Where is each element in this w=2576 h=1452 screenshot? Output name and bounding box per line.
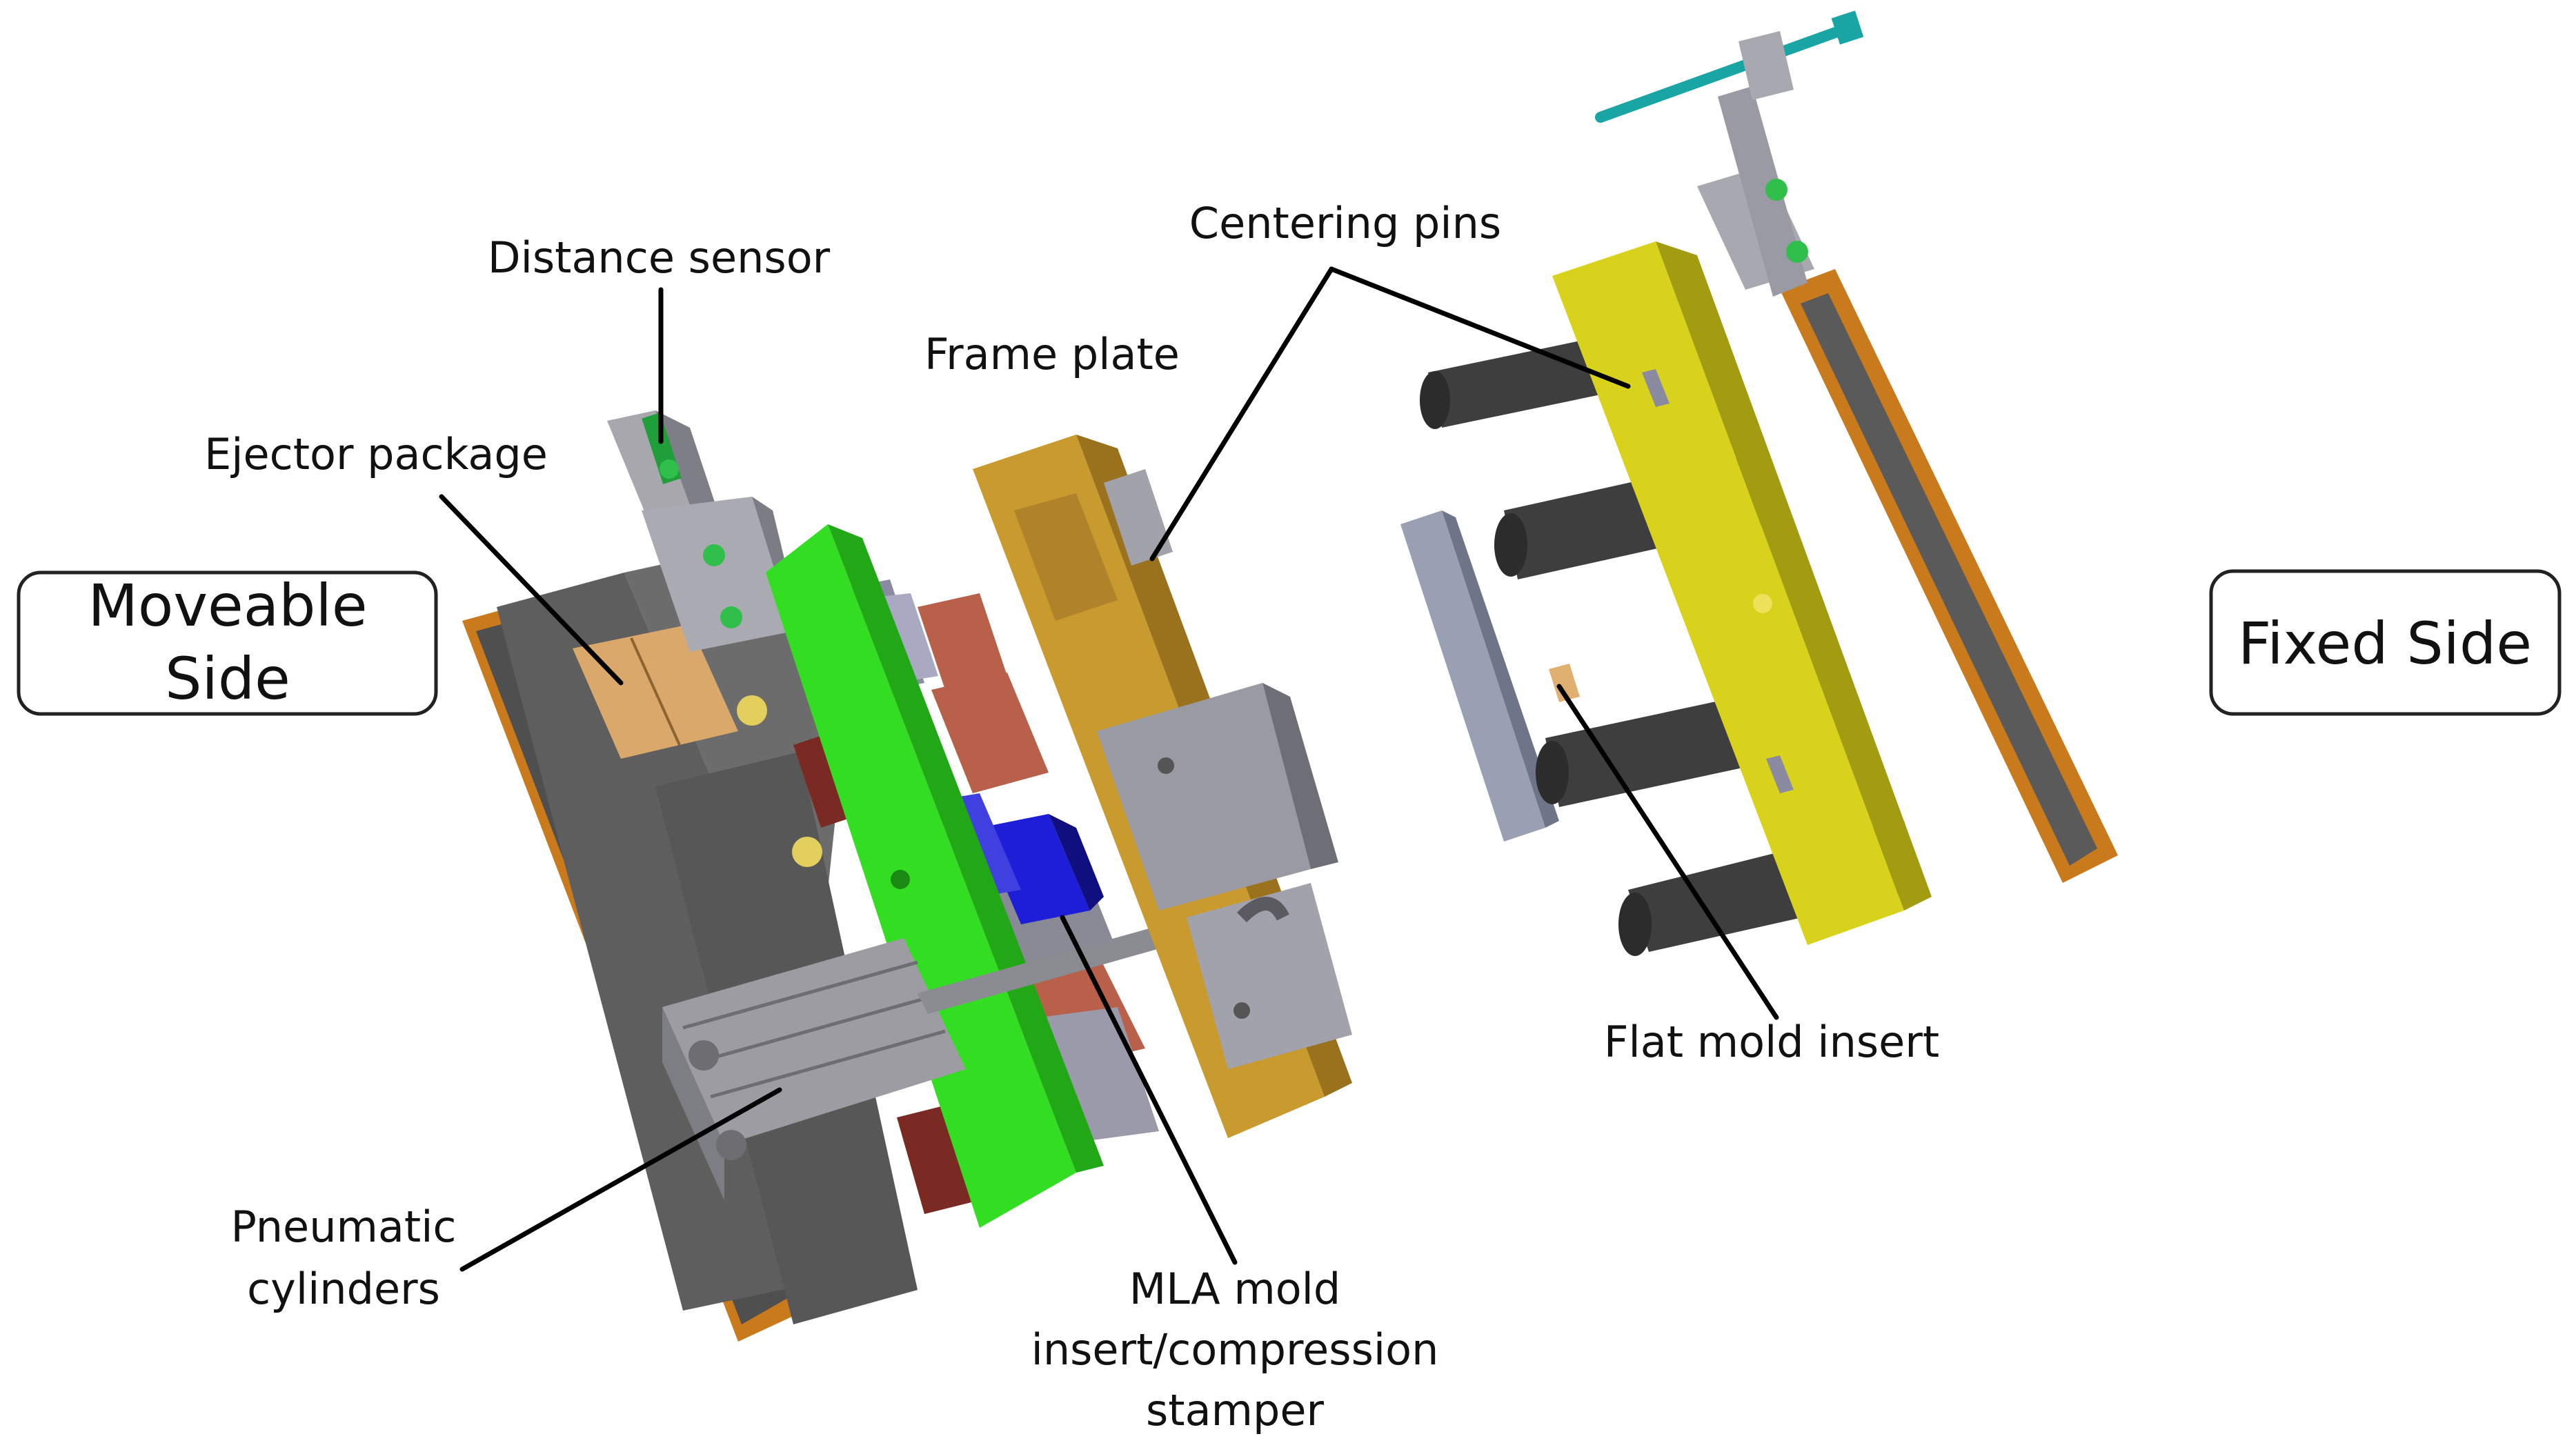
leader-pneumatic [459, 1087, 782, 1272]
label-ejector-package: Ejector package [204, 429, 548, 479]
label-frame-plate: Frame plate [924, 329, 1180, 379]
fixed-yellow-plate [1552, 241, 1904, 945]
leader-centering-pins-2 [1149, 266, 1334, 561]
label-pneumatic-1: Pneumatic [230, 1202, 456, 1252]
flat-mold-insert-part [1549, 664, 1580, 702]
fixed-side-label: Fixed Side [2238, 610, 2532, 677]
leader-centering-pins-1 [1329, 266, 1631, 389]
moveable-side-assembly [462, 410, 1352, 1342]
distance-sensor-bracket [607, 410, 697, 538]
label-mla-3: stamper [1146, 1385, 1325, 1435]
moveable-side-label-1: Moveable [88, 572, 367, 639]
leader-mla [1060, 915, 1238, 1265]
label-mla-2: insert/compression [1031, 1324, 1439, 1375]
label-flat-mold-insert: Flat mold insert [1604, 1017, 1939, 1067]
label-mla-1: MLA mold [1129, 1264, 1341, 1314]
mla-insert-block [980, 814, 1090, 924]
fixed-side-assembly [1400, 10, 2118, 956]
moveable-side-box [17, 570, 438, 716]
leader-ejector-package [439, 494, 624, 686]
moveable-side-label-2: Side [165, 645, 290, 713]
leader-flat-mold-insert [1556, 684, 1779, 1020]
green-plate [766, 524, 1076, 1228]
label-centering-pins: Centering pins [1189, 198, 1501, 248]
teal-screw [1595, 22, 1854, 123]
fixed-side-box [2209, 569, 2562, 716]
label-distance-sensor: Distance sensor [488, 232, 831, 283]
label-pneumatic-2: cylinders [247, 1264, 440, 1314]
fixed-thin-plate [1400, 510, 1545, 842]
leader-lines [439, 266, 1779, 1272]
pneumatic-cylinders-body [662, 897, 1269, 1200]
